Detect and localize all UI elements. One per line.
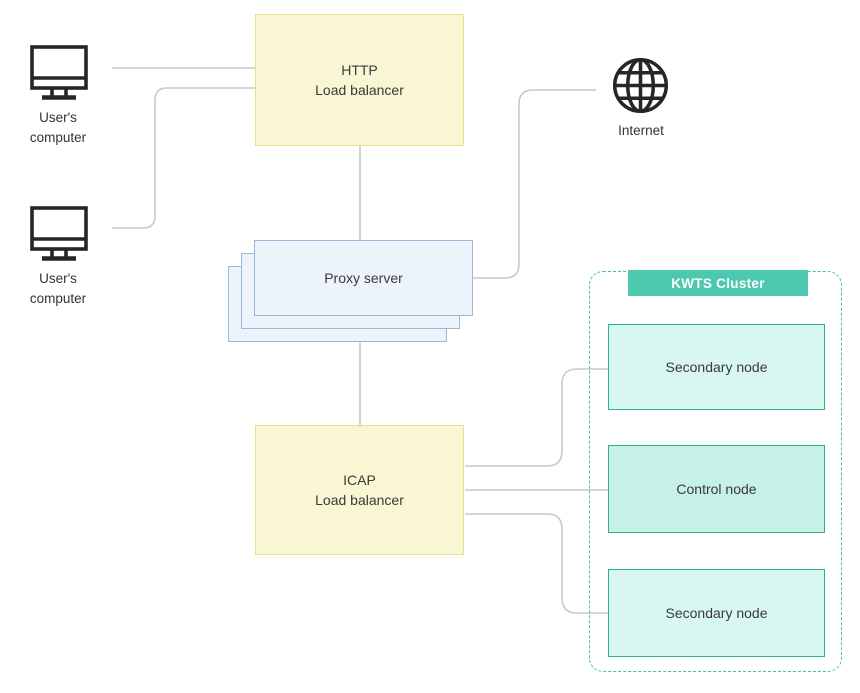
icap-load-balancer-box: ICAP Load balancer	[255, 425, 464, 555]
user-computer-icon	[29, 44, 89, 104]
cluster-node-secondary-1: Secondary node	[608, 324, 825, 410]
http-load-balancer-box: HTTP Load balancer	[255, 14, 464, 146]
node-label: Secondary node	[665, 359, 768, 375]
user-computer-icon	[29, 205, 89, 265]
icap-load-balancer-label: ICAP Load balancer	[315, 471, 404, 508]
http-load-balancer-label: HTTP Load balancer	[315, 61, 404, 98]
internet-label: Internet	[618, 123, 664, 138]
proxy-server-label: Proxy server	[324, 270, 403, 286]
proxy-server-box: Proxy server	[254, 240, 473, 316]
connector-icap-to-secondary-1	[465, 368, 608, 467]
user-computer-label: User's computer	[29, 271, 87, 306]
internet-globe-icon	[611, 56, 670, 115]
node-label: Control node	[676, 481, 757, 497]
cluster-node-secondary-2: Secondary node	[608, 569, 825, 657]
user-computer-label: User's computer	[29, 110, 87, 145]
kwts-cluster-title: KWTS Cluster	[628, 270, 808, 296]
connector-proxy-to-internet	[473, 89, 596, 279]
connector-user2-to-http-lb	[112, 87, 255, 229]
cluster-node-control: Control node	[608, 445, 825, 533]
node-label: Secondary node	[665, 605, 768, 621]
connector-icap-to-secondary-2	[465, 513, 608, 614]
